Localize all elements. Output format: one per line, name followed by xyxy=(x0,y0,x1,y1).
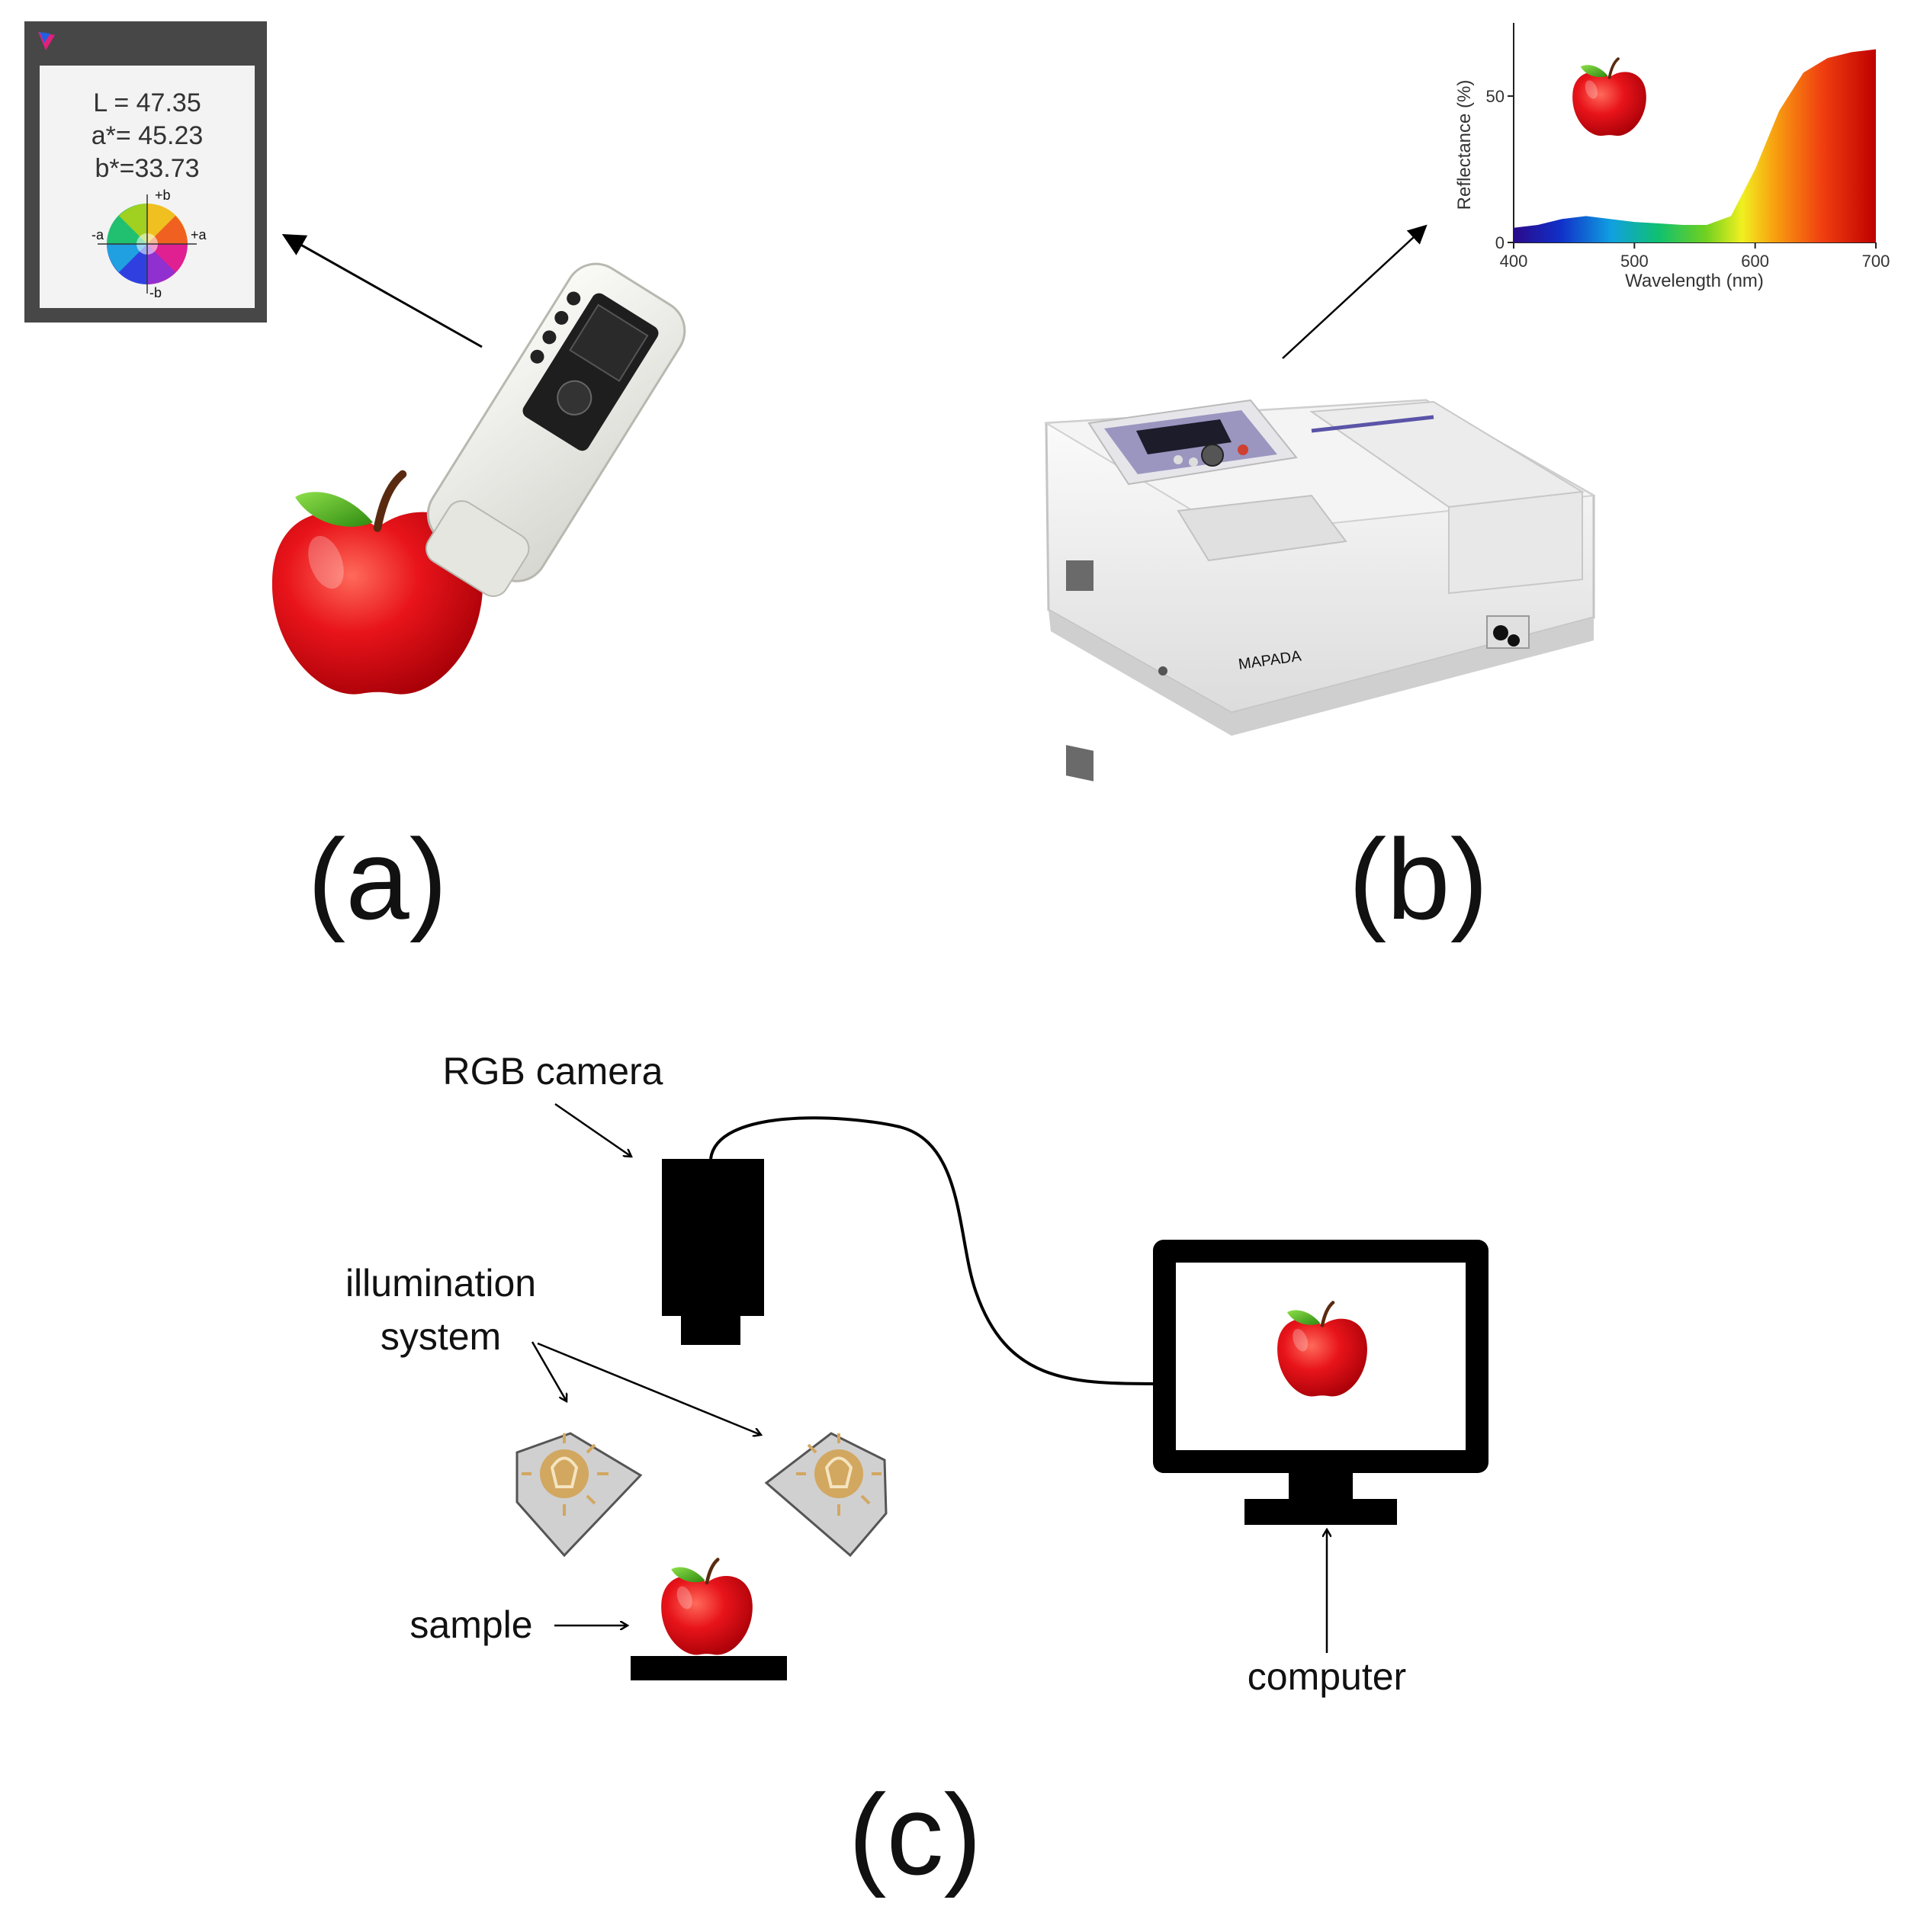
wheel-bottom-label: -b xyxy=(149,285,162,300)
spectrum-area xyxy=(1514,49,1876,242)
wheel-right-label: +a xyxy=(191,227,207,242)
panel-c: RGB camera computer illumination system xyxy=(345,1050,1488,1898)
apple-chart-icon xyxy=(1571,57,1648,137)
spectrum-ticks: 400 500 600 700 0 50 xyxy=(1486,87,1890,271)
camera-cable xyxy=(709,1116,1154,1385)
light-bulb-icon xyxy=(540,1449,589,1498)
x-tick-label: 400 xyxy=(1500,252,1528,271)
apple-sample-c xyxy=(661,1559,753,1654)
illumination-label-line1: illumination xyxy=(345,1262,536,1305)
x-tick-label: 700 xyxy=(1862,252,1890,271)
lamp-right xyxy=(764,1432,888,1558)
rgb-camera xyxy=(662,1159,764,1345)
illumination-label-line2: system xyxy=(381,1315,501,1358)
camera-label: RGB camera xyxy=(443,1050,663,1093)
wheel-left-label: -a xyxy=(92,227,104,242)
camera-arrow xyxy=(554,1102,631,1157)
readout-a-value: a*= 45.23 xyxy=(92,121,204,150)
colorimeter-readout-window: L = 47.35 a*= 45.23 b*=33.73 +b -b -a +a xyxy=(24,21,267,323)
y-tick-label: 0 xyxy=(1495,233,1505,252)
control-knob xyxy=(1201,444,1224,467)
readout-l-value: L = 47.35 xyxy=(93,88,201,117)
handheld-colorimeter xyxy=(426,262,686,597)
sample-label: sample xyxy=(409,1603,532,1646)
panel-a: L = 47.35 a*= 45.23 b*=33.73 +b -b -a +a xyxy=(24,21,686,943)
y-tick-label: 50 xyxy=(1486,87,1505,106)
computer-label: computer xyxy=(1248,1655,1406,1698)
illumination-arrow-left xyxy=(531,1341,567,1401)
color-wheel-icon: +b -b -a +a xyxy=(92,188,207,300)
computer-monitor xyxy=(1153,1240,1488,1525)
readout-arrow xyxy=(281,234,483,348)
x-tick-label: 600 xyxy=(1741,252,1769,271)
panel-b-label: (b) xyxy=(1348,815,1488,943)
spectrophotometer: MAPADA xyxy=(1043,399,1597,781)
y-axis-label: Reflectance (%) xyxy=(1454,80,1475,210)
wheel-top-label: +b xyxy=(155,188,171,203)
x-tick-label: 500 xyxy=(1620,252,1649,271)
panel-c-label: (c) xyxy=(849,1770,982,1898)
reflectance-spectrum-chart: 400 500 600 700 0 50 Wavelength (nm) Reflecta… xyxy=(1454,23,1890,291)
sample-stage xyxy=(631,1656,787,1680)
panel-b: 400 500 600 700 0 50 Wavelength (nm) Reflecta… xyxy=(1043,23,1890,943)
illumination-arrow-right xyxy=(537,1342,761,1435)
readout-b-value: b*=33.73 xyxy=(95,154,199,183)
x-axis-label: Wavelength (nm) xyxy=(1625,271,1764,291)
panel-a-label: (a) xyxy=(307,815,447,943)
light-bulb-icon xyxy=(814,1449,863,1498)
lamp-left xyxy=(515,1432,643,1558)
spectrum-arrow xyxy=(1282,224,1427,359)
